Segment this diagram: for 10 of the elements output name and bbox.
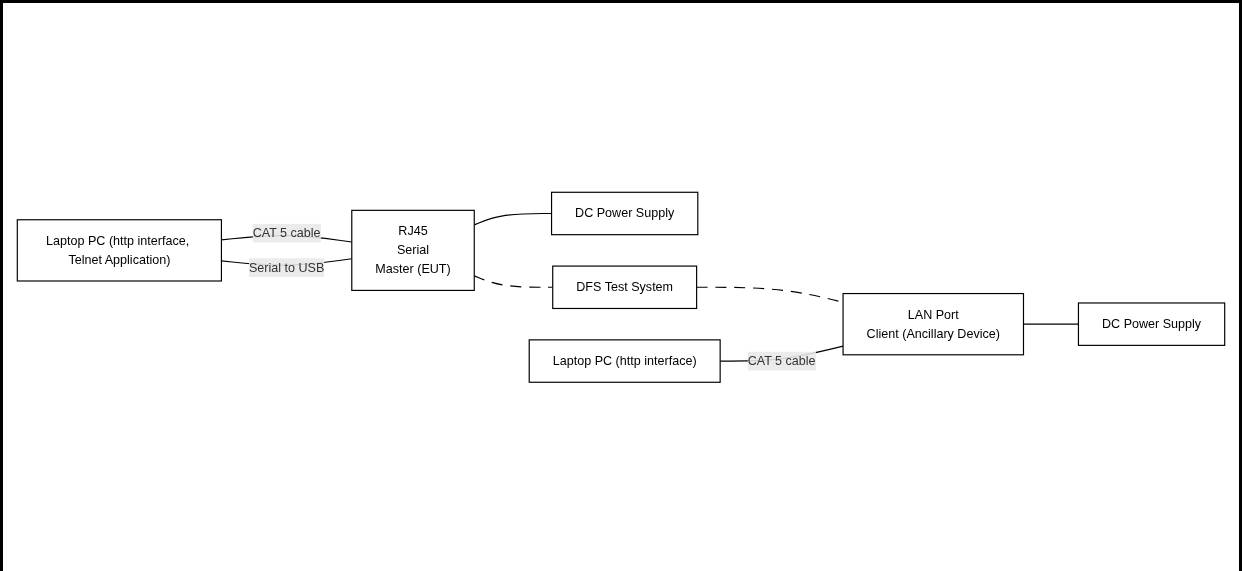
node-box: RJ45 Serial Master (EUT) bbox=[351, 209, 475, 291]
node-box: LAN Port Client (Ancillary Device) bbox=[842, 292, 1025, 356]
node-box: DC Power Supply bbox=[1077, 302, 1226, 346]
node-box: Laptop PC (http interface, Telnet Application) bbox=[16, 218, 222, 282]
edge-label: CAT 5 cable bbox=[747, 353, 816, 368]
edge-label: Serial to USB bbox=[248, 260, 325, 274]
edge-label: CAT 5 cable bbox=[252, 225, 321, 240]
node-box: DC Power Supply bbox=[550, 191, 699, 235]
node-box: DFS Test System bbox=[552, 265, 698, 309]
node-box: Laptop PC (http interface) bbox=[528, 339, 721, 383]
